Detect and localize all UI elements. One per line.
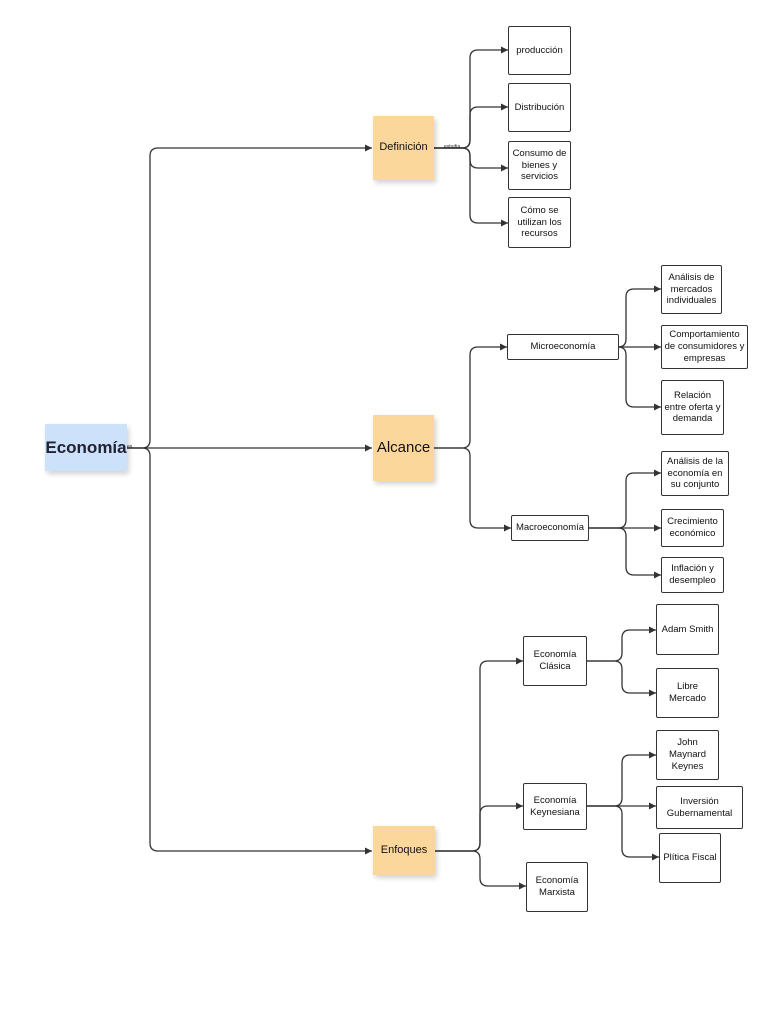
node-john-maynard-keynes: John Maynard Keynes [656,730,719,780]
node-macroeconomia: Macroeconomía [511,515,589,541]
node-recursos: Cómo se utilizan los recursos [508,197,571,248]
node-consumo: Consumo de bienes y servicios [508,141,571,190]
edge-label-es: es [127,444,133,450]
node-inversion-gubernamental: Inversión Gubernamental [656,786,743,829]
node-relacion-oferta: Relación entre oferta y demanda [661,380,724,435]
node-distribucion: Distribución [508,83,571,132]
node-crecimiento: Crecimiento económico [661,509,724,547]
node-analisis-mercados: Análisis de mercados individuales [661,265,722,314]
node-produccion: producción [508,26,571,75]
edge-alcance-macro [434,447,511,532]
edge-root-definicion [127,144,372,449]
node-economia-marxista: Economía Marxista [526,862,588,912]
edge-enfoques-marxista [435,850,526,890]
edge-macro-inflacion [589,527,661,579]
node-politica-fiscal: Plítica Fiscal [659,833,721,883]
edge-alcance-micro [434,343,507,449]
edge-micro-relacion [617,346,661,411]
edge-clasica-smith [587,626,656,662]
node-definicion: Definición [373,116,434,180]
edge-keynes-politica [587,805,659,861]
edge-def-recursos [433,147,508,227]
node-analisis-economia: Análisis de la economía en su conjunto [661,451,729,496]
node-enfoques: Enfoques [373,826,435,875]
edge-enfoques-keynesiana [435,802,523,852]
node-microeconomia: Microeconomía [507,334,619,360]
node-economia-clasica: Economía Clásica [523,636,587,686]
node-inflacion: Inflación y desempleo [661,557,724,593]
root-node-economia: Economía [45,424,127,471]
node-alcance: Alcance [373,415,434,481]
edge-micro-analisis [617,285,661,348]
node-libre-mercado: Libre Mercado [656,668,719,718]
edge-enfoques-clasica [435,657,523,852]
edge-def-distribucion [433,103,508,149]
edge-root-enfoques [127,447,372,855]
node-economia-keynesiana: Economía Keynesiana [523,783,587,830]
edge-macro-analisis [589,469,661,529]
edge-keynes-john [587,751,656,807]
node-adam-smith: Adam Smith [656,604,719,655]
edge-label-estudia: estudia [444,144,461,150]
node-comportamiento: Comportamiento de consumidores y empresa… [661,325,748,369]
edge-clasica-libre [587,660,656,697]
